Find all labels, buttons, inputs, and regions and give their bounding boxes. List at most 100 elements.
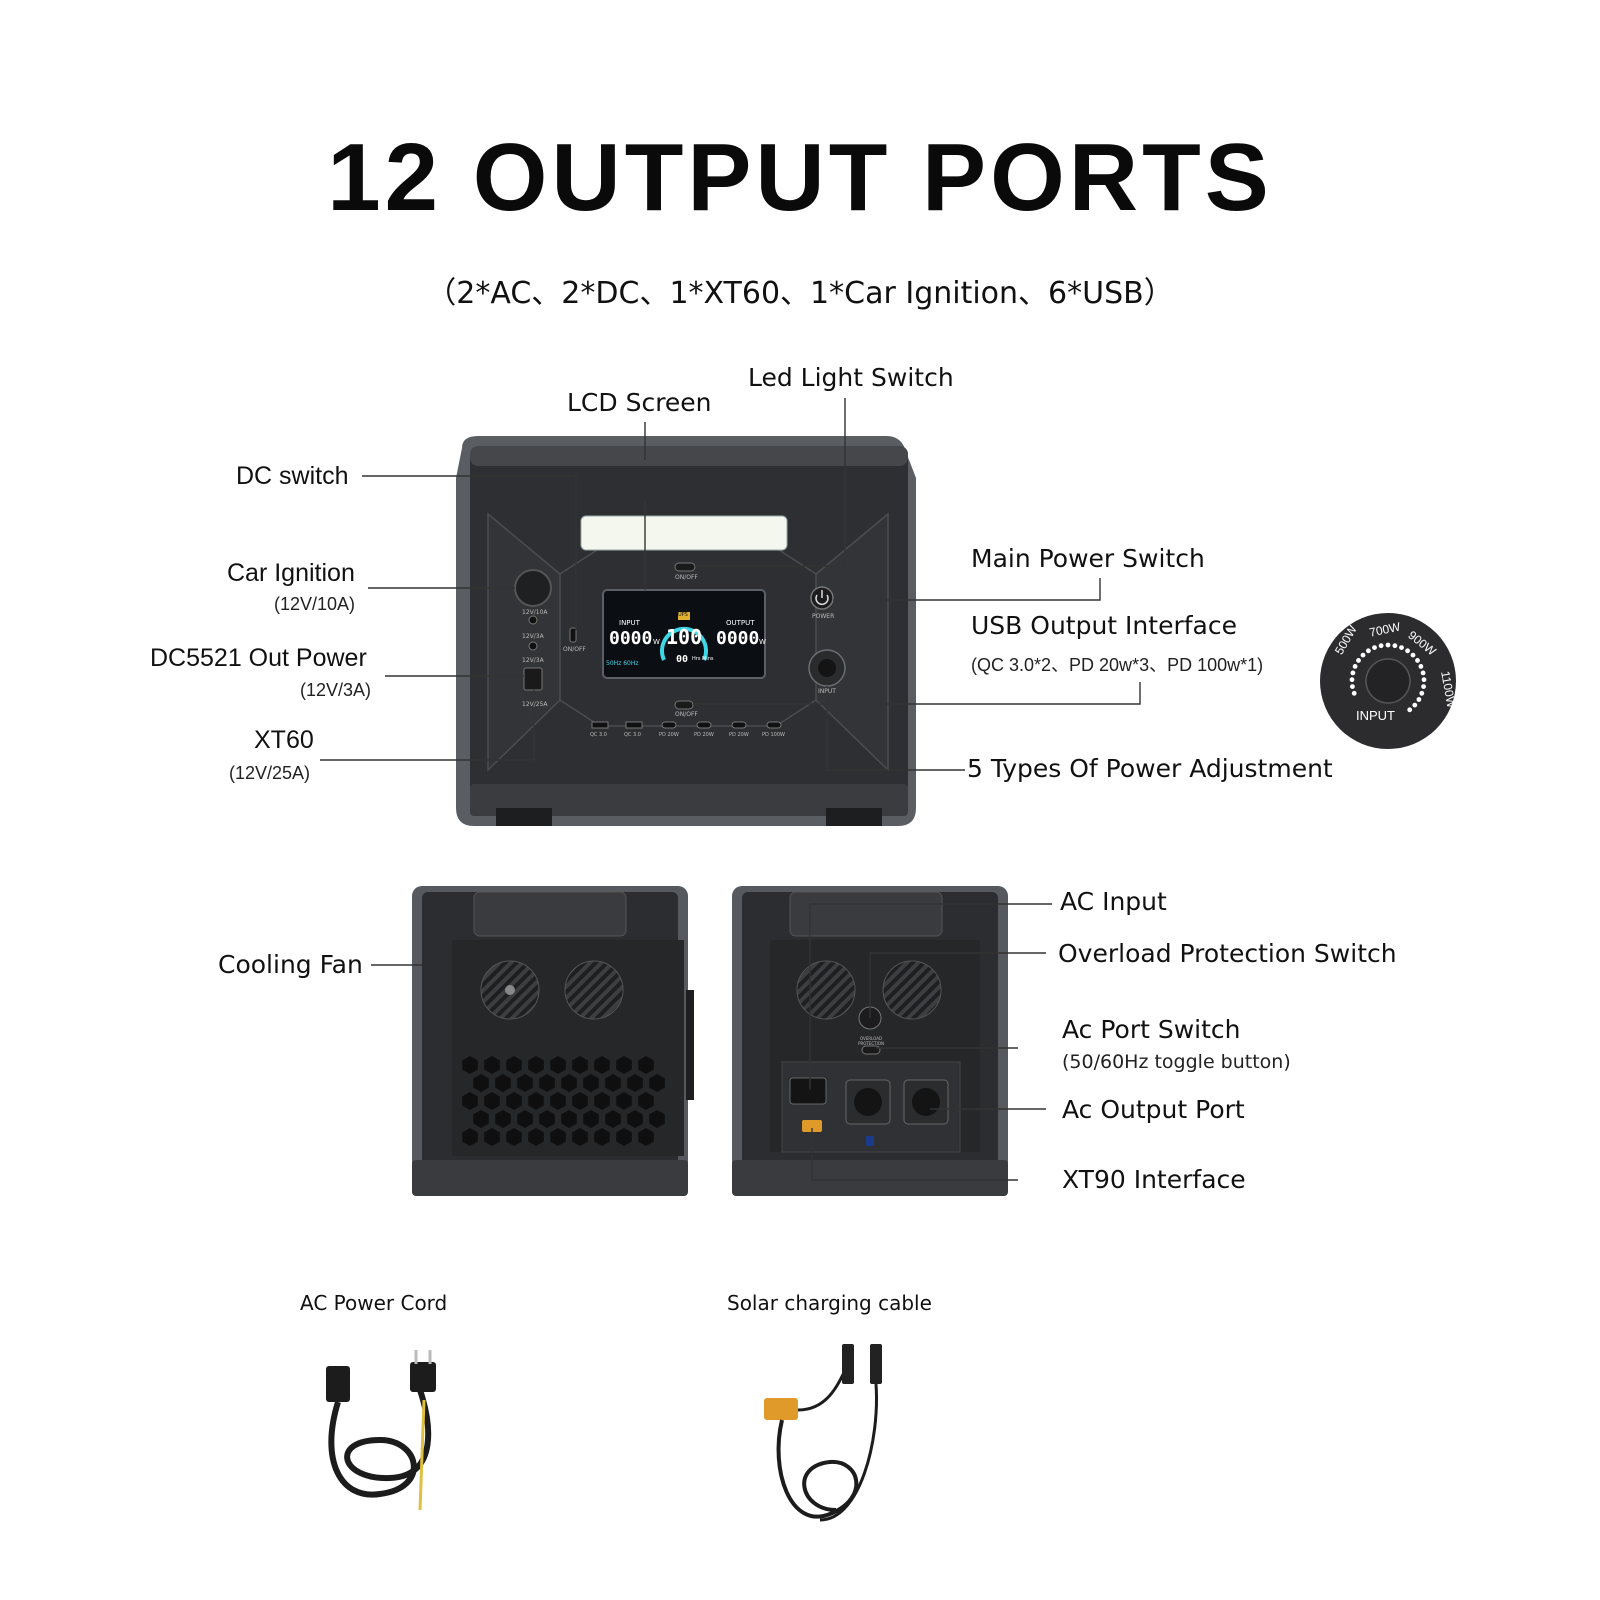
front-leader-lines xyxy=(320,398,1141,771)
vent-hole xyxy=(638,1128,654,1146)
dial-dot xyxy=(1372,645,1377,650)
callout-ac-output: Ac Output Port xyxy=(1062,1095,1245,1124)
vent-hole xyxy=(484,1056,500,1074)
vent-hole xyxy=(495,1074,511,1092)
callout-dc5521-spec: (12V/3A) xyxy=(300,680,372,700)
callout-led-light-switch: Led Light Switch xyxy=(748,363,954,392)
callout-ac-port-switch: Ac Port Switch xyxy=(1062,1015,1241,1044)
vent-hole xyxy=(517,1110,533,1128)
callout-usb-output: USB Output Interface xyxy=(971,611,1237,640)
back-leader-lines xyxy=(371,903,1052,1181)
vent-hole xyxy=(462,1092,478,1110)
dial-dot xyxy=(1418,664,1424,669)
dial-dot xyxy=(1350,670,1356,676)
vent-hole xyxy=(616,1056,632,1074)
vent-hole xyxy=(594,1128,610,1146)
vent-hole xyxy=(583,1074,599,1092)
vent-hole xyxy=(561,1074,577,1092)
dial-dot xyxy=(1421,684,1426,689)
vent-hole xyxy=(616,1092,632,1110)
vent-hole xyxy=(462,1056,478,1074)
callout-xt60: XT60 xyxy=(254,726,314,754)
solar-charging-cable-image xyxy=(764,1344,882,1522)
vent-hole xyxy=(605,1110,621,1128)
callout-dc5521: DC5521 Out Power xyxy=(150,644,367,672)
vent-hole xyxy=(506,1056,522,1074)
back-view-device xyxy=(732,886,1008,1196)
dial-dot xyxy=(1351,690,1357,696)
input-power-dial xyxy=(1320,613,1456,749)
dial-dot xyxy=(1350,684,1355,689)
vent-hole xyxy=(539,1110,555,1128)
vent-hole xyxy=(528,1128,544,1146)
dial-dot xyxy=(1399,645,1404,650)
dial-dot xyxy=(1405,648,1410,654)
front-view-device xyxy=(456,436,916,826)
dial-dot xyxy=(1392,643,1398,649)
callout-cooling-fan: Cooling Fan xyxy=(218,950,363,979)
dial-dot xyxy=(1352,664,1358,669)
vent-hole xyxy=(627,1110,643,1128)
callout-usb-output-spec: (QC 3.0*2、PD 20w*3、PD 100w*1) xyxy=(971,655,1264,675)
ac-power-cord-image xyxy=(326,1350,436,1511)
vent-hole xyxy=(649,1074,665,1092)
callout-lcd-screen: LCD Screen xyxy=(567,388,712,417)
caption-ac-power-cord: AC Power Cord xyxy=(300,1291,448,1315)
vent-hole xyxy=(528,1092,544,1110)
vent-hole xyxy=(528,1056,544,1074)
vent-hole xyxy=(605,1074,621,1092)
callout-ac-input: AC Input xyxy=(1060,887,1167,916)
callout-xt90: XT90 Interface xyxy=(1062,1165,1246,1194)
dial-dot xyxy=(1356,658,1361,663)
page-subtitle: （2*AC、2*DC、1*XT60、1*Car Ignition、6*USB） xyxy=(426,276,1174,311)
vent-hole xyxy=(649,1110,665,1128)
vent-hole xyxy=(594,1056,610,1074)
vent-hole xyxy=(561,1110,577,1128)
dial-dot xyxy=(1385,642,1391,648)
vent-hole xyxy=(572,1056,588,1074)
callout-power-adjustment: 5 Types Of Power Adjustment xyxy=(967,754,1333,783)
vent-hole xyxy=(583,1110,599,1128)
vent-hole xyxy=(539,1074,555,1092)
callout-overload: Overload Protection Switch xyxy=(1058,939,1397,968)
dial-dot xyxy=(1420,670,1426,676)
dial-dot xyxy=(1360,652,1366,658)
vent-hole xyxy=(638,1092,654,1110)
dial-dot xyxy=(1378,643,1384,649)
callout-car-ignition-spec: (12V/10A) xyxy=(274,594,356,614)
vent-hole xyxy=(462,1128,478,1146)
vent-hole xyxy=(572,1128,588,1146)
page-title: 12 OUTPUT PORTS xyxy=(327,124,1273,231)
callout-dc-switch: DC switch xyxy=(236,462,349,490)
callout-xt60-spec: (12V/25A) xyxy=(229,763,311,783)
callout-car-ignition: Car Ignition xyxy=(227,559,355,587)
vent-hole xyxy=(627,1074,643,1092)
vent-hole xyxy=(572,1092,588,1110)
callout-ac-port-switch-spec: (50/60Hz toggle button) xyxy=(1062,1051,1291,1073)
vent-hole xyxy=(506,1092,522,1110)
vent-hole xyxy=(616,1128,632,1146)
side-view-device xyxy=(412,886,694,1196)
vent-hole xyxy=(484,1128,500,1146)
vent-hole xyxy=(517,1074,533,1092)
dial-dot xyxy=(1415,658,1420,663)
vent-hole xyxy=(495,1110,511,1128)
caption-solar-cable: Solar charging cable xyxy=(727,1291,932,1315)
dial-dot xyxy=(1410,652,1416,658)
vent-hole xyxy=(473,1110,489,1128)
dial-dot xyxy=(1366,648,1371,654)
vent-hole xyxy=(506,1128,522,1146)
dial-dot xyxy=(1412,702,1418,708)
callout-main-power-switch: Main Power Switch xyxy=(971,544,1205,573)
vent-hole xyxy=(594,1092,610,1110)
vent-hole xyxy=(550,1128,566,1146)
vent-hole xyxy=(638,1056,654,1074)
dial-dot xyxy=(1349,677,1355,683)
vent-hole xyxy=(484,1092,500,1110)
vent-hole xyxy=(550,1092,566,1110)
vent-hole xyxy=(473,1074,489,1092)
vent-hole xyxy=(550,1056,566,1074)
dial-dot xyxy=(1419,690,1425,696)
dial-dot xyxy=(1407,707,1413,713)
